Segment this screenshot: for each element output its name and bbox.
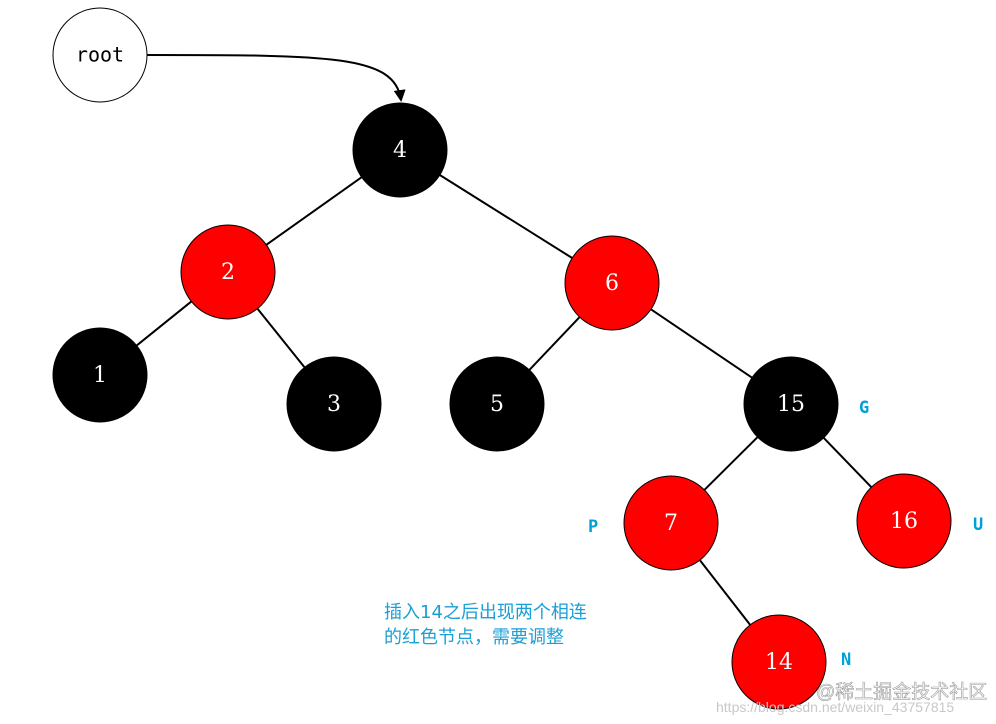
tree-node-3: 3 — [286, 356, 382, 452]
tree-node-16: 16 — [856, 473, 952, 569]
new-node-label: N — [841, 650, 851, 670]
edge-n4-n6 — [439, 174, 573, 259]
node-circle-red — [731, 614, 827, 710]
edge-n7-n14 — [699, 559, 751, 626]
watermark-brand: @稀土掘金技术社区 — [816, 681, 987, 703]
node-value: 5 — [490, 392, 504, 417]
edge-n4-n2 — [265, 176, 363, 246]
edge-n15-n7 — [703, 436, 759, 491]
node-circle-black — [743, 356, 839, 452]
node-value: 6 — [605, 271, 619, 296]
node-value: 15 — [777, 392, 805, 417]
node-circle-black — [352, 102, 448, 198]
root-arrow — [146, 54, 406, 102]
note-line-2: 的红色节点，需要调整 — [384, 627, 564, 648]
root-label: root — [76, 43, 124, 67]
node-value: 7 — [664, 511, 678, 536]
role-labels: G P U N — [588, 398, 983, 670]
tree-node-2: 2 — [180, 224, 276, 320]
tree-node-6: 6 — [564, 235, 660, 331]
node-circle-red — [564, 235, 660, 331]
uncle-label: U — [973, 515, 983, 535]
tree-nodes: 4 2 6 1 3 5 15 7 16 14 — [52, 102, 952, 710]
tree-node-14: 14 — [731, 614, 827, 710]
tree-node-1: 1 — [52, 327, 148, 423]
tree-node-4: 4 — [352, 102, 448, 198]
watermark: https://blog.csdn.net/weixin_43757815 @稀… — [716, 681, 988, 715]
node-circle-black — [52, 327, 148, 423]
edge-n6-n15 — [650, 308, 753, 379]
node-value: 16 — [890, 509, 918, 534]
edge-n2-n1 — [135, 300, 193, 347]
node-value: 1 — [93, 363, 107, 388]
node-circle-red — [180, 224, 276, 320]
node-value: 4 — [393, 138, 407, 163]
edge-n6-n5 — [528, 316, 581, 371]
node-circle-red — [856, 473, 952, 569]
tree-node-7: 7 — [623, 475, 719, 571]
edge-n2-n3 — [256, 308, 306, 368]
parent-label: P — [588, 517, 598, 537]
note-line-1: 插入14之后出现两个相连 — [384, 602, 587, 623]
root-pointer: root — [52, 7, 406, 103]
edge-n15-n16 — [822, 437, 873, 488]
node-circle-black — [286, 356, 382, 452]
node-circle-red — [623, 475, 719, 571]
watermark-url: https://blog.csdn.net/weixin_43757815 — [716, 699, 954, 715]
node-value: 2 — [221, 260, 235, 285]
annotation-note: 插入14之后出现两个相连 的红色节点，需要调整 — [384, 602, 587, 648]
grandparent-label: G — [859, 398, 869, 418]
node-value: 3 — [327, 392, 341, 417]
node-circle-black — [449, 356, 545, 452]
tree-node-15: 15 — [743, 356, 839, 452]
tree-edges — [135, 174, 873, 626]
tree-node-5: 5 — [449, 356, 545, 452]
node-value: 14 — [765, 650, 793, 675]
